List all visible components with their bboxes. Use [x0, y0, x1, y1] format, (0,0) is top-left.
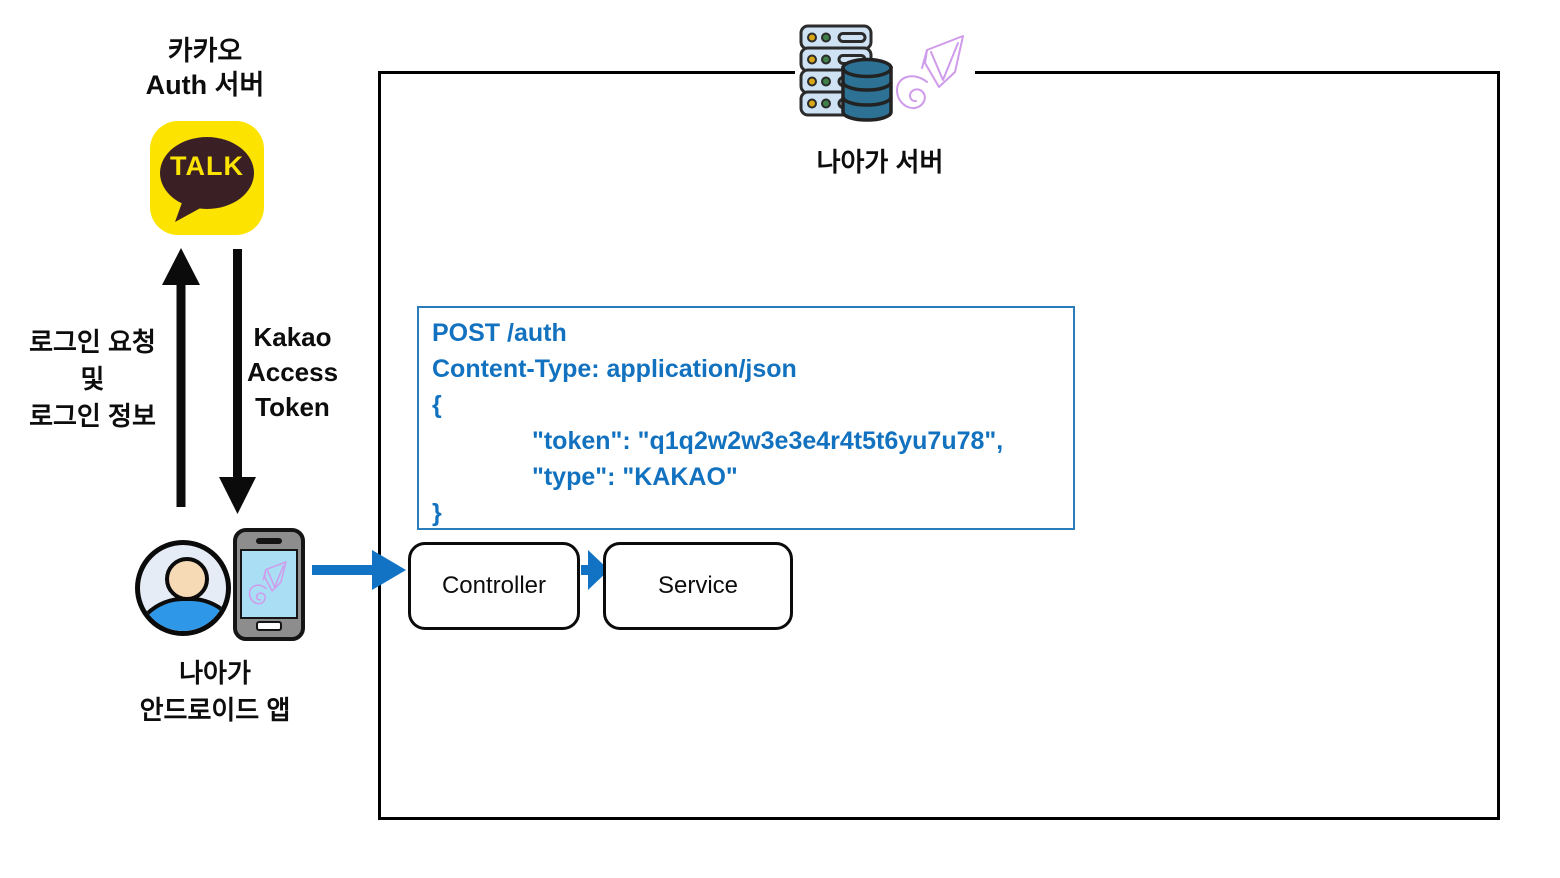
request-line-token: "token": "q1q2w2w3e3e4r4t5t6yu7u78", — [532, 427, 1004, 455]
login-request-label: 로그인 요청 및 로그인 정보 — [10, 324, 175, 435]
controller-label: Controller — [441, 572, 547, 599]
service-box: Service — [603, 542, 793, 630]
arrow-down-head — [219, 477, 256, 514]
arrow-up-shaft — [176, 282, 186, 507]
login-request-line3: 로그인 정보 — [29, 401, 156, 431]
access-token-line1: Kakao — [253, 322, 332, 352]
controller-box: Controller — [408, 542, 580, 630]
phone-home-button — [256, 621, 282, 631]
server-label: 나아가 서버 — [816, 147, 944, 177]
kakao-auth-server-title: 카카오 Auth 서버 — [100, 34, 310, 102]
access-token-label: Kakao Access Token — [240, 320, 345, 425]
avatar-head — [165, 557, 209, 601]
arrow-down-shaft — [233, 249, 242, 478]
server-logo-doodle-icon — [896, 35, 964, 109]
request-line-close-brace: } — [432, 499, 442, 527]
service-label: Service — [657, 572, 739, 599]
arrow-controller-to-service — [581, 550, 609, 590]
user-avatar-icon — [135, 540, 231, 636]
phone-speaker — [256, 538, 282, 544]
client-label-line1: 나아가 — [179, 658, 251, 688]
avatar-shoulders — [140, 597, 226, 631]
access-token-line2: Access — [246, 357, 339, 387]
http-request-box: POST /auth Content-Type: application/jso… — [417, 306, 1075, 530]
kakaotalk-bubble-icon — [160, 137, 254, 222]
phone-screen — [240, 549, 298, 619]
kakao-auth-title-line1: 카카오 — [167, 36, 243, 66]
arrow-up-head — [162, 248, 200, 285]
smartphone-icon — [233, 528, 305, 641]
access-token-line3: Token — [255, 392, 330, 422]
arrow-client-to-controller — [312, 550, 406, 590]
request-line-content-type: Content-Type: application/json — [432, 355, 797, 383]
login-request-line2: 및 — [80, 364, 105, 394]
kakaotalk-talk-label: TALK — [170, 150, 244, 181]
request-line-method: POST /auth — [432, 319, 567, 347]
server-icons — [795, 20, 975, 128]
client-label-line2: 안드로이드 앱 — [139, 695, 291, 725]
app-logo-doodle-icon — [248, 561, 287, 605]
login-token-arrows — [162, 248, 256, 514]
kakao-auth-title-line2: Auth 서버 — [145, 70, 265, 100]
database-icon — [841, 57, 893, 122]
client-app-label: 나아가 안드로이드 앱 — [95, 655, 335, 729]
kakaotalk-icon: TALK — [150, 121, 264, 235]
request-line-open-brace: { — [432, 391, 442, 419]
login-request-line1: 로그인 요청 — [29, 327, 156, 357]
request-line-type: "type": "KAKAO" — [532, 463, 738, 491]
